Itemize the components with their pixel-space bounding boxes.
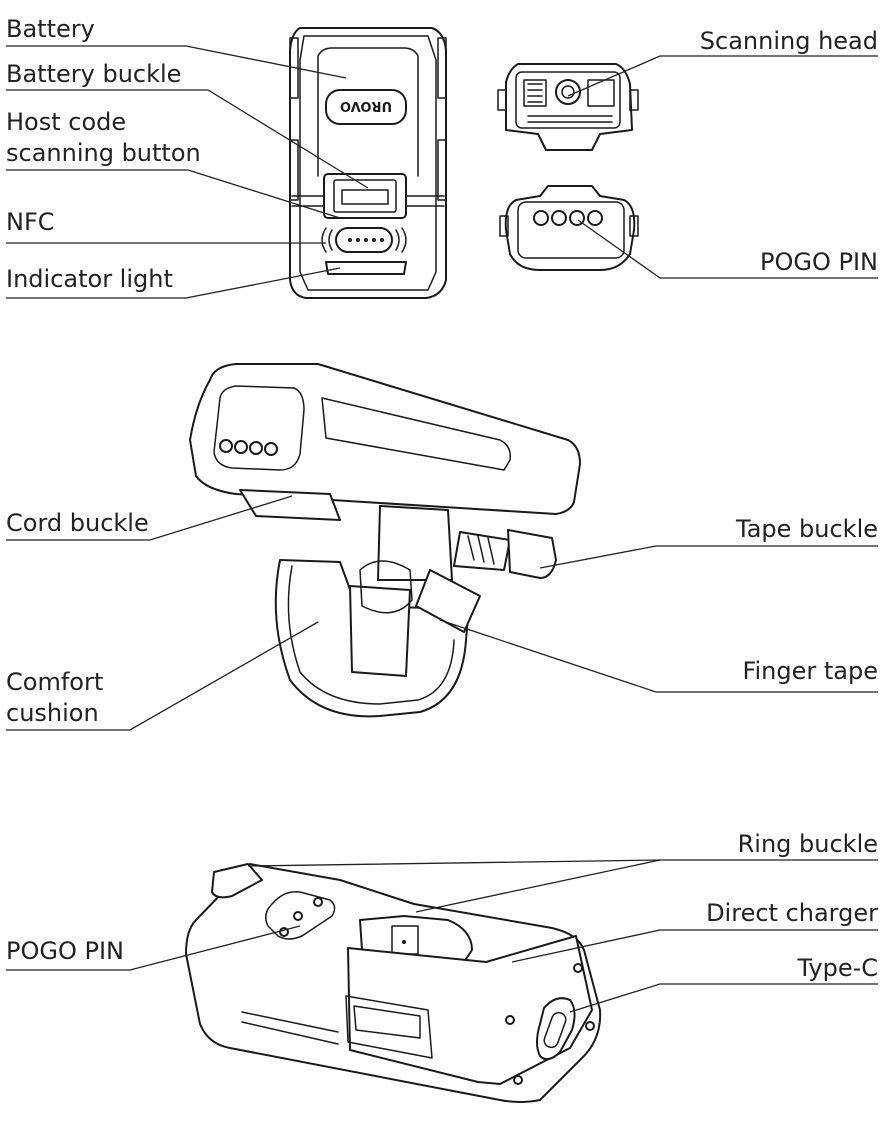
label-type-c: Type-C [797, 954, 878, 982]
leader-scanning-head [567, 55, 878, 97]
leader-comfort [6, 621, 319, 731]
leader-indicator [6, 267, 341, 299]
device-logo: UROVO [340, 98, 392, 113]
scanning-head-view [497, 63, 639, 151]
front-view-device [289, 27, 447, 299]
leader-pogo-top [577, 219, 878, 279]
label-indicator-light: Indicator light [6, 265, 173, 293]
label-battery: Battery [6, 15, 95, 43]
leader-cord-buckle [6, 495, 293, 541]
charger-view [185, 863, 602, 1103]
label-pogo-pin-bottom: POGO PIN [6, 937, 124, 965]
leader-battery [6, 45, 347, 79]
label-host-code-line2: scanning button [6, 139, 201, 167]
leader-finger-tape [439, 619, 878, 693]
label-scanning-head: Scanning head [699, 27, 878, 55]
pogo-pin-view [499, 185, 639, 271]
label-comfort-line2: cushion [6, 699, 99, 727]
leader-ring-buckle-a [247, 859, 878, 867]
ring-assembly-view [189, 363, 581, 718]
leader-pogo-bottom [6, 925, 301, 971]
label-ring-buckle: Ring buckle [737, 830, 878, 858]
leader-host-code [6, 169, 341, 219]
leader-battery-buckle [6, 89, 369, 189]
label-host-code-line1: Host code [6, 108, 127, 136]
label-cord-buckle: Cord buckle [6, 509, 149, 537]
leader-direct-charger [511, 929, 878, 963]
label-finger-tape: Finger tape [742, 657, 878, 685]
label-pogo-pin-top: POGO PIN [760, 248, 878, 276]
label-battery-buckle: Battery buckle [6, 60, 182, 88]
label-direct-charger: Direct charger [706, 899, 878, 927]
label-tape-buckle: Tape buckle [736, 515, 878, 543]
leader-ring-buckle-b [415, 859, 661, 913]
leader-type-c [569, 983, 878, 1013]
label-comfort-line1: Comfort [6, 668, 104, 696]
label-nfc: NFC [6, 208, 55, 236]
leader-tape-buckle [539, 545, 878, 569]
